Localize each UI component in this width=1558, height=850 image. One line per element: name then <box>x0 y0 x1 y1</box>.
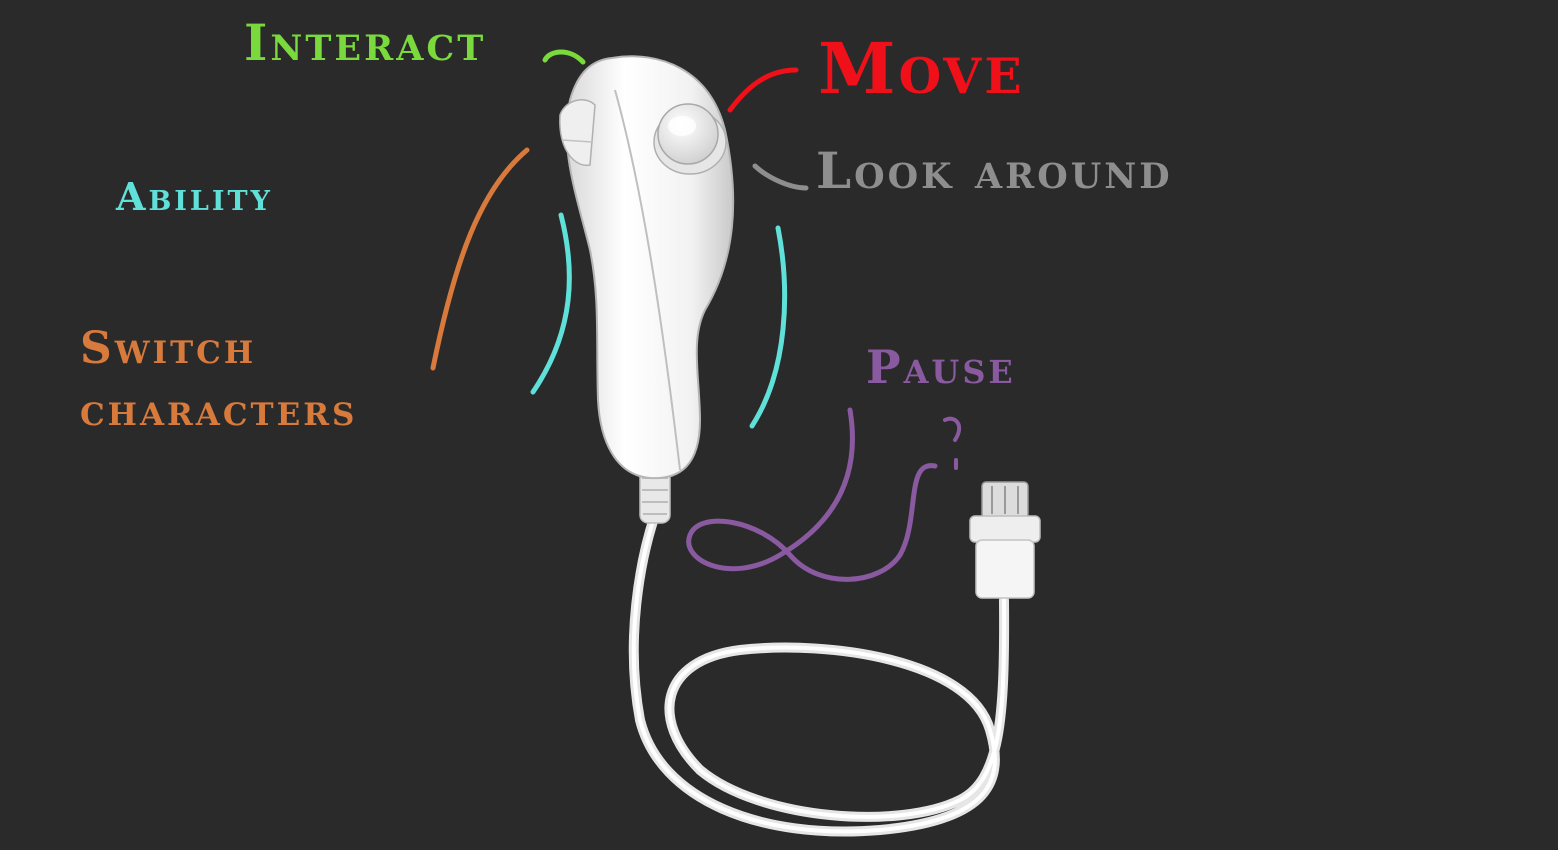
switch-label-line2: characters <box>80 385 358 436</box>
interact-pointer <box>542 49 586 65</box>
annotation-strokes <box>430 49 962 582</box>
pause-label: Pause <box>866 340 1016 394</box>
move-label: Move <box>818 27 1025 110</box>
pause-hook <box>943 416 962 442</box>
pause-pointer <box>686 407 938 582</box>
connector-plug-icon <box>969 481 1041 599</box>
ability-right-bracket <box>749 225 788 429</box>
switch-characters-label: Switch characters <box>80 318 357 442</box>
switch-pointer <box>430 147 530 371</box>
nunchuk-controller-icon <box>559 55 735 480</box>
look-around-label: Look around <box>816 141 1173 200</box>
controller-cable <box>628 510 1010 837</box>
ability-label: Ability <box>116 174 273 219</box>
interact-label: Interact <box>244 13 487 72</box>
ability-left-bracket <box>530 212 572 395</box>
look-around-pointer <box>752 163 809 191</box>
switch-label-line1: Switch <box>80 323 257 374</box>
move-pointer <box>727 67 799 113</box>
